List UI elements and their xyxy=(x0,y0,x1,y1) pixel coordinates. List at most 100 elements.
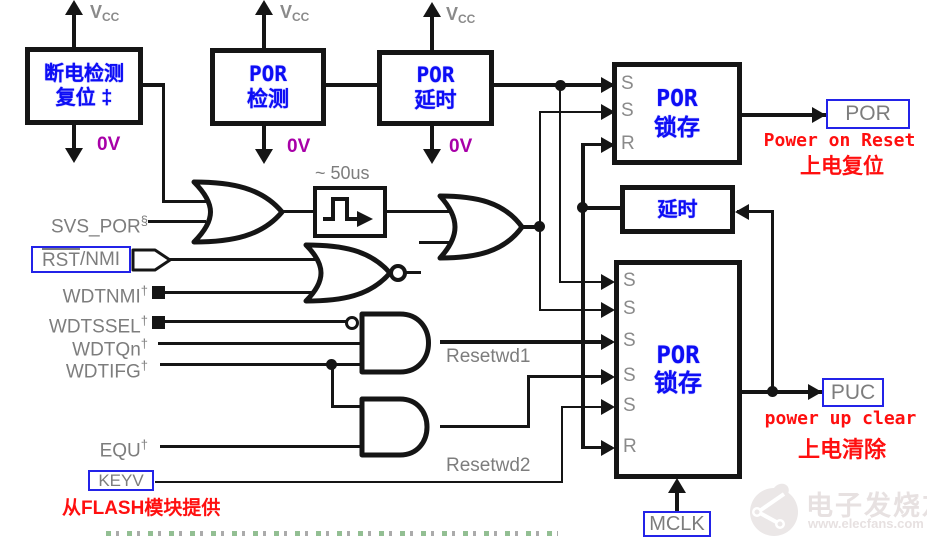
resetwd2-label: Resetwd2 xyxy=(446,455,531,476)
block-label: POR xyxy=(656,85,698,112)
or-gate-icon xyxy=(437,193,525,261)
wire xyxy=(440,340,612,344)
gnd-arrowhead xyxy=(65,148,83,163)
puc-output-pin: PUC xyxy=(822,378,884,407)
vcc-arrowhead xyxy=(255,0,273,15)
gnd-arrowhead xyxy=(255,149,273,164)
vcc-label: VCC xyxy=(90,2,120,24)
watermark-brand: 电子发烧友 xyxy=(806,491,927,521)
block-label: 检测 xyxy=(247,88,289,111)
block-label: 断电检测 xyxy=(44,63,124,85)
latch-input-arrowhead xyxy=(601,77,615,93)
wire xyxy=(385,210,452,213)
block-label: 复位 ‡ xyxy=(55,87,113,109)
wire xyxy=(539,111,541,311)
por-caption-zh: 上电复位 xyxy=(800,155,884,178)
xnor-gate-icon xyxy=(303,242,407,304)
wire xyxy=(405,271,421,274)
signal-rst-nmi: RST/NMI xyxy=(31,246,131,273)
elecfans-logo-icon xyxy=(750,483,798,536)
wire xyxy=(522,225,543,229)
puc-caption-zh: 上电清除 xyxy=(797,437,886,462)
wire xyxy=(581,143,585,449)
nand-gate-icon xyxy=(359,311,431,375)
pulse-shaper-icon xyxy=(313,186,387,238)
signal-equ: EQU† xyxy=(99,437,148,462)
latch-bottom-pin: S xyxy=(623,395,636,416)
terminal-square xyxy=(152,286,165,299)
junction-dot xyxy=(767,386,778,397)
terminal-square xyxy=(152,316,165,329)
latch-input-arrowhead xyxy=(601,399,615,415)
mclk-arrowhead xyxy=(668,478,686,493)
signal-svs-por: SVS_POR§ xyxy=(51,213,148,238)
wire xyxy=(168,258,316,261)
input-bubble-icon xyxy=(345,316,359,330)
wire xyxy=(331,363,334,408)
and-gate-icon xyxy=(359,396,430,458)
por-output-arrowhead xyxy=(812,107,826,123)
latch-top-pin: S xyxy=(621,100,634,121)
junction-dot xyxy=(577,202,588,213)
wire xyxy=(143,83,165,87)
latch-bottom-pin: R xyxy=(623,436,637,457)
cropped-text-fragment xyxy=(106,531,558,536)
puc-caption-en: power up clear xyxy=(764,408,917,429)
por-latch-bottom-block: POR 锁存 xyxy=(614,260,742,479)
wire xyxy=(771,210,774,392)
wire xyxy=(325,83,378,87)
por-caption-en: Power on Reset xyxy=(763,130,916,151)
wire xyxy=(72,125,76,151)
latch-input-arrowhead xyxy=(601,440,615,456)
wire xyxy=(164,320,347,323)
delay-input-arrowhead xyxy=(735,204,749,220)
block-label: 锁存 xyxy=(654,369,702,397)
signal-keyv: KEYV xyxy=(88,470,154,491)
latch-bottom-pin: S xyxy=(623,330,636,351)
block-label: 延时 xyxy=(657,198,698,221)
wire xyxy=(262,13,266,49)
latch-input-arrowhead xyxy=(601,104,615,120)
pulse-width-label: ~ 50us xyxy=(315,163,370,183)
gnd-label: 0V xyxy=(449,136,473,157)
delay-block: 延时 xyxy=(620,185,735,234)
latch-top-pin: S xyxy=(621,73,634,94)
signal-wdtqn: WDTQn† xyxy=(72,336,148,361)
wire xyxy=(559,84,561,283)
watermark-site: www.elecfans.com xyxy=(808,516,924,531)
resetwd1-label: Resetwd1 xyxy=(446,346,531,367)
block-label: POR xyxy=(416,62,455,87)
wire xyxy=(737,210,774,213)
wire xyxy=(163,200,206,203)
wire xyxy=(583,206,623,210)
wire xyxy=(561,406,612,408)
wire xyxy=(527,375,530,428)
wire xyxy=(262,126,266,152)
latch-bottom-pin: S xyxy=(623,365,636,386)
block-label: POR xyxy=(656,340,700,369)
signal-wdtssel: WDTSSEL† xyxy=(48,313,148,338)
latch-input-arrowhead xyxy=(601,334,615,350)
latch-input-arrowhead xyxy=(601,137,615,153)
por-delay-block: POR 延时 xyxy=(377,50,494,126)
flash-note: 从FLASH模块提供 xyxy=(62,498,221,519)
wire xyxy=(440,425,529,428)
wire xyxy=(160,363,372,366)
latch-input-arrowhead xyxy=(601,302,615,318)
block-label: 延时 xyxy=(414,89,457,112)
junction-dot xyxy=(326,359,337,370)
wire xyxy=(162,83,165,203)
latch-bottom-pin: S xyxy=(623,298,636,319)
gnd-label: 0V xyxy=(97,134,121,155)
wire xyxy=(148,220,206,223)
vcc-arrowhead xyxy=(65,0,83,15)
wire xyxy=(332,405,372,408)
wire xyxy=(560,281,612,283)
wire xyxy=(561,406,563,483)
wire xyxy=(419,241,452,244)
or-gate-icon xyxy=(191,179,285,245)
junction-dot xyxy=(534,221,545,232)
vcc-label: VCC xyxy=(280,2,310,24)
junction-dot xyxy=(555,80,566,91)
wire xyxy=(583,143,612,146)
